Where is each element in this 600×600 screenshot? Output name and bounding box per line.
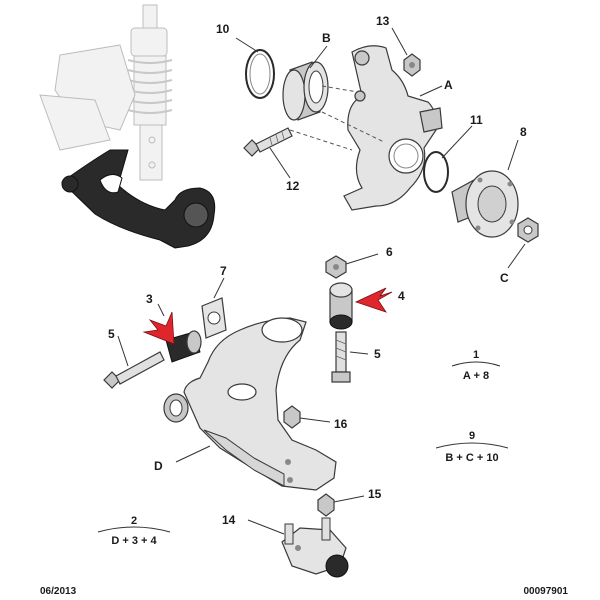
rear-bush-4	[329, 282, 353, 330]
label-5-right: 5	[374, 347, 381, 361]
kit-2: 2 D + 3 + 4	[97, 515, 171, 547]
kit-2-number: 2	[131, 515, 137, 527]
leader-lines	[117, 27, 526, 535]
bolt-5-diagonal	[103, 351, 165, 389]
nut-6	[325, 255, 347, 279]
label-4: 4	[398, 289, 405, 303]
bolt-12	[243, 127, 293, 157]
kit-1: 1 A + 8	[451, 349, 501, 382]
dashed-guide-lines	[289, 85, 385, 151]
label-10: 10	[216, 22, 230, 36]
label-5-left: 5	[108, 327, 115, 341]
kit-1-number: 1	[473, 349, 479, 361]
label-14: 14	[222, 513, 236, 527]
label-3: 3	[146, 292, 153, 306]
nut-13	[403, 53, 421, 77]
kit-1-formula: A + 8	[463, 370, 489, 382]
kit-9: 9 B + C + 10	[435, 430, 509, 464]
wheel-hub-8	[451, 170, 519, 238]
label-16: 16	[334, 417, 348, 431]
suspension-overview-illustration	[39, 4, 173, 181]
label-15: 15	[368, 487, 382, 501]
kit-9-formula: B + C + 10	[445, 452, 498, 464]
callout-labels: 10 B 13 A 11 8 12 C 6 7 3 4 5 5 16 D 15 …	[108, 14, 527, 527]
front-bush-3	[165, 330, 202, 363]
label-B: B	[322, 31, 331, 45]
footer-date: 06/2013	[40, 586, 77, 597]
hub-nut-C	[517, 217, 539, 243]
nut-16	[283, 405, 301, 429]
footer-ref: 00097901	[524, 586, 569, 597]
label-C: C	[500, 271, 509, 285]
label-7: 7	[220, 264, 227, 278]
label-11: 11	[470, 113, 483, 127]
kit-2-formula: D + 3 + 4	[111, 535, 157, 547]
label-A: A	[444, 78, 453, 92]
label-6: 6	[386, 245, 393, 259]
red-arrow-3	[142, 311, 175, 345]
bolt-5-vertical	[331, 331, 351, 383]
steering-knuckle-A	[343, 45, 443, 211]
label-8: 8	[520, 125, 527, 139]
lower-arm-D	[183, 317, 337, 491]
wheel-bearing-B	[282, 61, 329, 121]
bracket-7	[201, 297, 227, 339]
kit-9-number: 9	[469, 430, 475, 442]
label-D: D	[154, 459, 163, 473]
label-13: 13	[376, 14, 390, 28]
ball-joint-14	[281, 517, 349, 578]
circlip-11	[423, 151, 449, 193]
nut-15	[317, 493, 335, 517]
circlip-10	[245, 49, 275, 99]
red-arrow-4	[354, 287, 393, 313]
overview-lower-arm	[61, 149, 216, 249]
label-12: 12	[286, 179, 300, 193]
arm-front-eye	[163, 393, 189, 423]
